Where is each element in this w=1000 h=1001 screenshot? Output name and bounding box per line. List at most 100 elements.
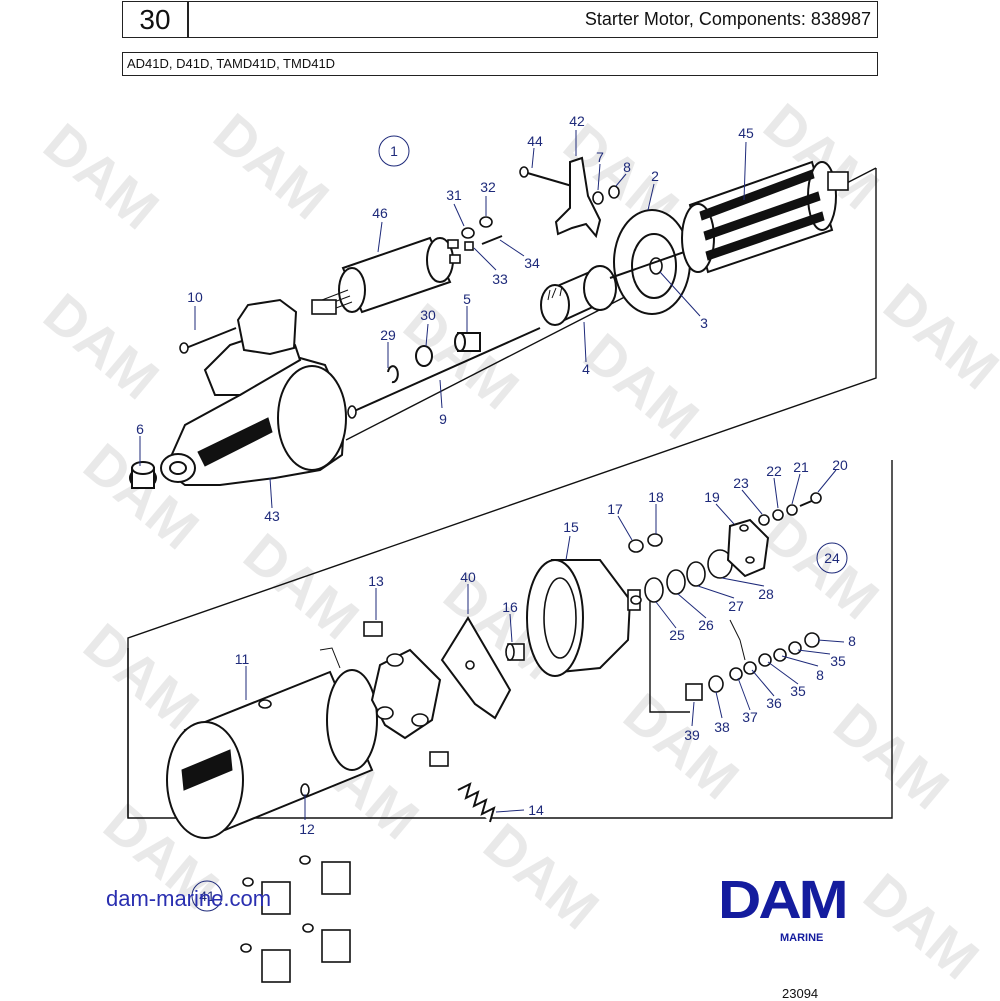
callout-35b: 35 [790,683,806,699]
cover-screws [758,492,822,526]
callout-42: 42 [569,113,585,129]
callout-8b: 8 [848,633,856,649]
callout-34: 34 [524,255,540,271]
callout-19: 19 [704,489,720,505]
stop-ring [415,345,433,367]
solenoid [311,236,461,315]
lower-frame [127,460,893,819]
pinion-drive [540,265,617,326]
callout-14: 14 [528,802,544,818]
page-title: Starter Motor, Components: 838987 [188,1,878,38]
drawing-number: 23094 [782,986,819,1001]
watermark: DAM [752,501,890,631]
callout-8c: 8 [816,667,824,683]
callout-45: 45 [738,125,754,141]
callout-22: 22 [766,463,782,479]
callout-32: 32 [480,179,496,195]
callout-36: 36 [766,695,782,711]
watermark: DAM [32,281,170,411]
callout-11: 11 [235,651,250,667]
bushing [129,461,157,489]
logo-subtext: MARINE [780,932,824,944]
callout-9: 9 [439,411,447,427]
watermark: DAM [612,681,750,811]
callout-3: 3 [700,315,708,331]
callout-circle [816,542,848,574]
callout-40: 40 [460,569,476,585]
drive-end-housing [160,298,347,486]
brush-holder [370,648,449,767]
retaining-ring [387,365,399,384]
commutator-bushing [505,643,525,661]
callout-29: 29 [380,327,396,343]
callout-46: 46 [372,205,388,221]
callout-circle [378,135,410,167]
callout-2: 2 [651,168,659,184]
callout-4: 4 [582,361,590,377]
lever-washer [592,185,620,205]
leader-lines [139,130,845,820]
end-washers [628,533,663,553]
callout-24: 24 [824,550,840,566]
callout-30: 30 [420,307,436,323]
callout-6: 6 [136,421,144,437]
fork-bolt [519,166,573,187]
brush-set [240,855,351,983]
watermark: DAM [872,271,1000,401]
callout-12: 12 [299,821,315,837]
callout-16: 16 [502,599,518,615]
callout-13: 13 [368,573,384,589]
callout-20: 20 [832,457,848,473]
callout-44: 44 [527,133,543,149]
watermark: DAM [232,521,370,651]
callout-26: 26 [698,617,714,633]
callout-38: 38 [714,719,730,735]
shaft-washers [644,549,733,603]
callout-41: 41 [199,888,215,904]
brand-logo: DAM MARINE [718,872,898,944]
commutator-end-frame [526,559,642,677]
cover-plate [726,518,770,578]
callout-28: 28 [758,586,774,602]
logo-text: DAM [718,869,849,930]
spring [457,782,496,823]
section-number: 30 [122,1,188,38]
watermark-layer: DAM DAM DAM DAM DAM DAM DAM DAM DAM DAM … [32,91,1000,991]
callout-7: 7 [596,149,604,165]
watermark: DAM [202,101,340,231]
callout-labels: 1 2 3 4 5 6 7 8 9 10 11 12 13 14 15 16 1… [136,113,856,912]
through-bolt [347,327,541,419]
callout-23: 23 [733,475,749,491]
watermark: DAM [472,811,610,941]
callout-25: 25 [669,627,685,643]
yoke [166,647,378,839]
watermark: DAM [32,111,170,241]
callout-35: 35 [830,653,846,669]
callout-5: 5 [463,291,471,307]
sleeve [454,332,481,352]
callout-18: 18 [648,489,664,505]
callout-1: 1 [390,143,398,159]
callout-17: 17 [607,501,623,517]
callout-27: 27 [728,598,744,614]
engagement-lever [554,156,602,239]
callout-15: 15 [563,519,579,535]
callout-10: 10 [187,289,203,305]
callout-39: 39 [684,727,700,743]
callout-33: 33 [492,271,508,287]
watermark: DAM [72,611,210,741]
model-list: AD41D, D41D, TAMD41D, TMD41D [122,52,878,76]
solenoid-hardware [461,216,503,251]
website-link[interactable]: dam-marine.com [106,886,272,911]
watermark: DAM [572,321,710,451]
intermediate-plate [613,209,691,315]
callout-43: 43 [264,508,280,524]
armature [609,160,849,279]
callout-31: 31 [446,187,462,203]
callout-37: 37 [742,709,758,725]
callout-8: 8 [623,159,631,175]
bolt [179,327,237,354]
callout-circle [191,880,223,912]
callout-21: 21 [793,459,809,475]
